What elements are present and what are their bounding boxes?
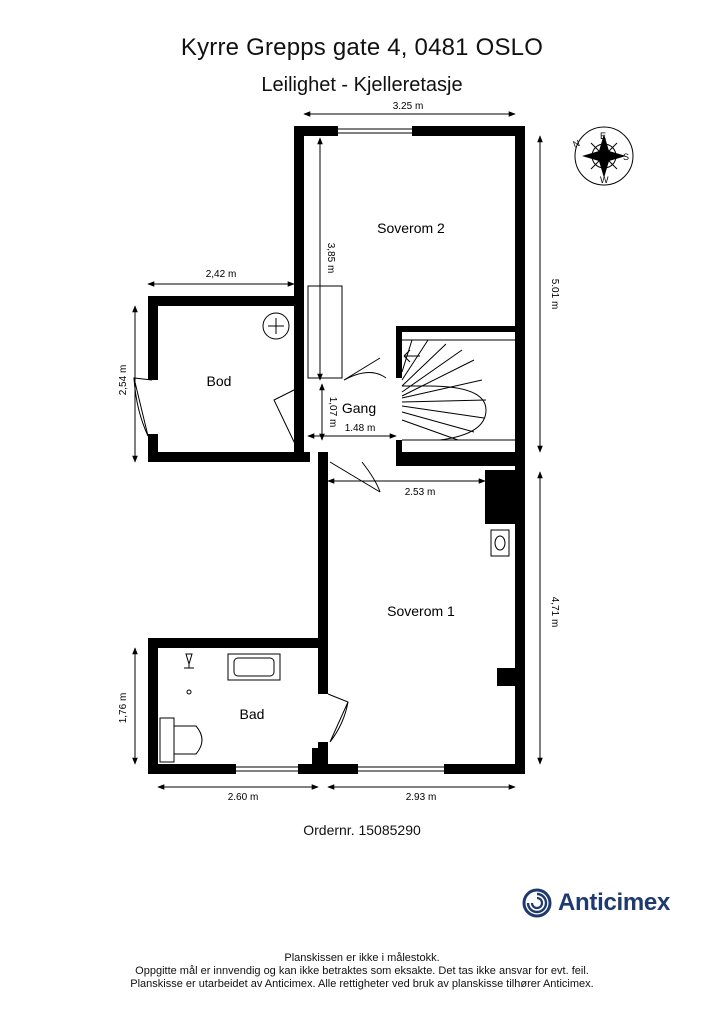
order-number: Ordernr. 15085290: [303, 822, 421, 838]
sink: [490, 529, 510, 557]
room-soverom-2: Soverom 2: [377, 220, 445, 236]
windows: [236, 126, 444, 774]
water-heater-icon: [262, 312, 290, 340]
compass-icon: N E S W: [572, 126, 634, 186]
room-labels: Soverom 2 Bod Gang Soverom 1 Bad: [207, 220, 456, 722]
room-gang: Gang: [342, 400, 376, 416]
toilet-icon: [173, 725, 203, 755]
dim-gang-width: 1.48 m: [345, 423, 376, 434]
dim-right-lower: 4,71 m: [549, 597, 560, 628]
compass-n: N: [572, 138, 582, 150]
compass-e: E: [600, 131, 606, 141]
wardrobe: [307, 285, 343, 379]
fixtures: [159, 285, 515, 763]
room-soverom-1: Soverom 1: [387, 603, 455, 619]
dim-bad-depth: 1,76 m: [118, 693, 129, 724]
disclaimer-line-1: Planskissen er ikke i målestokk.: [284, 952, 440, 964]
floor-subtitle: Leilighet - Kjelleretasje: [261, 74, 463, 96]
room-bod: Bod: [207, 373, 232, 389]
brand-name: Anticimex: [558, 889, 671, 916]
dim-right-upper: 5.01 m: [549, 279, 560, 310]
walls: [148, 126, 525, 774]
address-title: Kyrre Grepps gate 4, 0481 OSLO: [180, 34, 544, 61]
dim-bottom-left: 2.60 m: [228, 792, 259, 803]
dimension-labels: 3.25 m 2,42 m 5.01 m 3,85 m 2,54 m 1,07 …: [118, 101, 560, 803]
disclaimer-line-3: Planskisse er utarbeidet av Anticimex. A…: [130, 978, 594, 990]
compass-s: S: [623, 152, 629, 162]
dim-soverom1-width: 2.53 m: [405, 487, 436, 498]
anticimex-logo: Anticimex: [522, 886, 670, 920]
anticimex-logo-icon: [522, 888, 552, 918]
dim-gang-depth: 1,07 m: [327, 397, 338, 428]
dim-bod-depth: 2,54 m: [118, 365, 129, 396]
room-bad: Bad: [240, 706, 265, 722]
staircase: [401, 339, 515, 441]
dimension-lines: [132, 111, 543, 790]
toilet-tank: [159, 717, 175, 763]
disclaimer-line-2: Oppgitte mål er innvendig og kan ikke be…: [135, 965, 589, 977]
dim-bod-width: 2,42 m: [206, 269, 237, 280]
dim-bottom-right: 2.93 m: [406, 792, 437, 803]
compass-w: W: [600, 175, 609, 185]
dim-top-width: 3.25 m: [393, 101, 424, 112]
disclaimer: Planskissen er ikke i målestokk. Oppgitt…: [0, 952, 724, 991]
dim-soverom2-depth: 3,85 m: [325, 243, 336, 274]
bathroom-sink: [227, 653, 281, 681]
